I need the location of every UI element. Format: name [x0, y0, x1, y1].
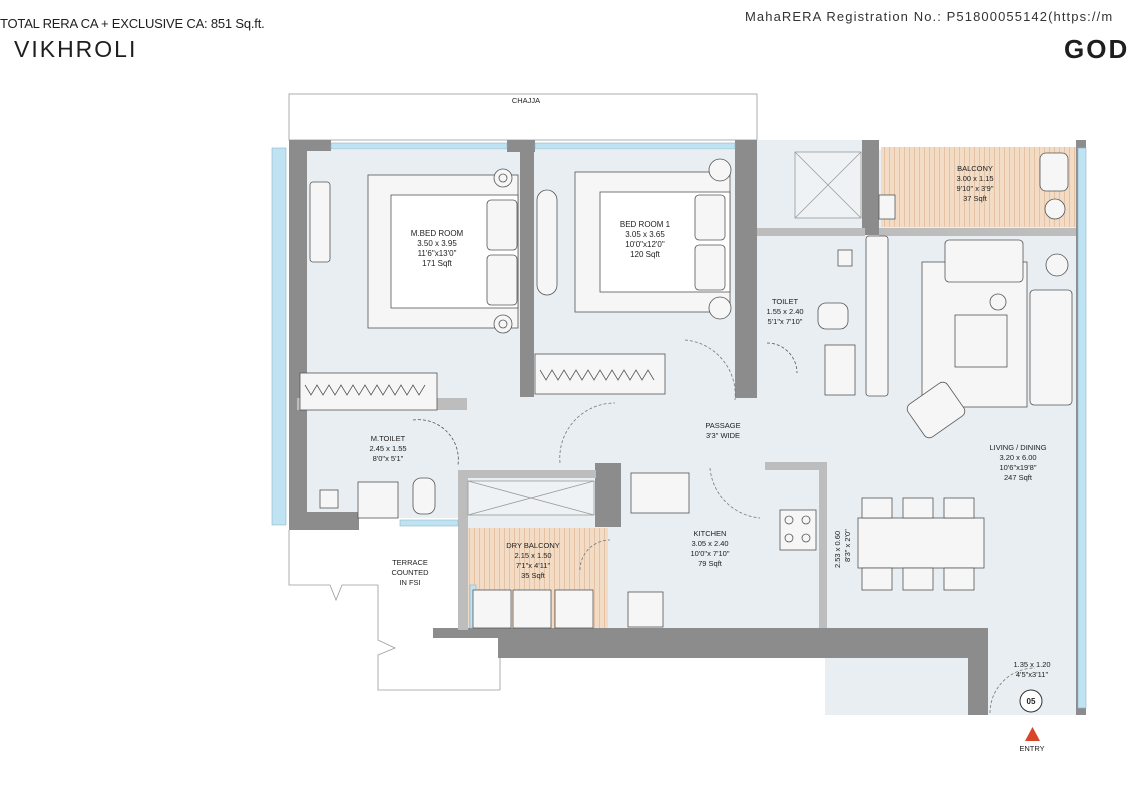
dining-table [857, 497, 985, 591]
master-bedroom-label: M.BED ROOM 3.50 x 3.95 11'6"x13'0" 171 S… [411, 229, 464, 268]
svg-text:4'5"x3'11": 4'5"x3'11" [1016, 670, 1049, 679]
svg-text:1.55 x 2.40: 1.55 x 2.40 [766, 307, 803, 316]
entry-arrow-icon [1025, 727, 1040, 741]
svg-text:3.20 x 6.00: 3.20 x 6.00 [999, 453, 1036, 462]
svg-text:37 Sqft: 37 Sqft [963, 194, 988, 203]
dry-balcony-label: DRY BALCONY 2.15 x 1.50 7'1"x 4'11" 35 S… [506, 541, 560, 580]
svg-text:LIVING / DINING: LIVING / DINING [989, 443, 1046, 452]
living-furniture [906, 239, 1073, 439]
brand-logo-text: GOD [1064, 34, 1128, 64]
bedroom1-label: BED ROOM 1 3.05 x 3.65 10'0"x12'0" 120 S… [620, 220, 671, 259]
toilet-label: TOILET 1.55 x 2.40 5'1"x 7'10" [766, 297, 803, 326]
svg-text:2.53 x 0.60: 2.53 x 0.60 [833, 531, 842, 568]
balcony-furniture [878, 152, 1069, 220]
dining-dimension: 2.53 x 0.60 8'3" x 2'0" [833, 529, 852, 568]
entry-door-swing [989, 667, 1036, 714]
entry-label: ENTRY [1019, 744, 1044, 753]
svg-text:BALCONY: BALCONY [957, 164, 993, 173]
svg-text:TOILET: TOILET [772, 297, 799, 306]
svg-text:9'10" x 3'9": 9'10" x 3'9" [957, 184, 994, 193]
svg-text:247 Sqft: 247 Sqft [1004, 473, 1033, 482]
bedroom1-bed [574, 158, 732, 320]
svg-text:10'0"x 7'10": 10'0"x 7'10" [690, 549, 729, 558]
kitchen-label: KITCHEN 3.05 x 2.40 10'0"x 7'10" 79 Sqft [690, 529, 729, 568]
wardrobe [299, 181, 889, 411]
passage-label: PASSAGE 3'3" WIDE [705, 421, 740, 440]
svg-text:05: 05 [1027, 697, 1036, 706]
svg-text:120 Sqft: 120 Sqft [630, 250, 661, 259]
foyer-label: 1.35 x 1.20 4'5"x3'11" [1013, 660, 1050, 679]
total-area-text: TOTAL RERA CA + EXCLUSIVE CA: 851 Sq.ft. [0, 16, 265, 31]
svg-text:10'0"x12'0": 10'0"x12'0" [625, 240, 665, 249]
svg-text:IN FSI: IN FSI [399, 578, 420, 587]
master-bed [367, 168, 519, 334]
chajja-label: CHAJJA [512, 96, 540, 105]
svg-text:COUNTED: COUNTED [391, 568, 429, 577]
svg-text:10'6"x19'8": 10'6"x19'8" [1000, 463, 1037, 472]
svg-text:8'3" x 2'0": 8'3" x 2'0" [843, 529, 852, 562]
master-toilet-fixtures [319, 419, 459, 519]
svg-text:8'0"x 5'1": 8'0"x 5'1" [373, 454, 404, 463]
svg-text:M.BED ROOM: M.BED ROOM [411, 229, 464, 238]
svg-text:3.05 x 3.65: 3.05 x 3.65 [625, 230, 665, 239]
unit-number-badge: 05 [1019, 689, 1043, 713]
svg-text:DRY BALCONY: DRY BALCONY [506, 541, 560, 550]
door-swings [559, 339, 761, 571]
rera-registration: MahaRERA Registration No.: P51800055142(… [745, 9, 1114, 24]
terrace-outline [288, 530, 501, 691]
svg-text:79 Sqft: 79 Sqft [698, 559, 723, 568]
svg-text:2.15 x 1.50: 2.15 x 1.50 [514, 551, 551, 560]
svg-text:1.35 x 1.20: 1.35 x 1.20 [1013, 660, 1050, 669]
balcony-label: BALCONY 3.00 x 1.15 9'10" x 3'9" 37 Sqft [956, 164, 993, 203]
svg-text:11'6"x13'0": 11'6"x13'0" [418, 249, 457, 258]
kitchen-fixtures [472, 472, 817, 629]
svg-text:M.TOILET: M.TOILET [371, 434, 406, 443]
svg-text:7'1"x 4'11": 7'1"x 4'11" [516, 561, 551, 570]
svg-text:3.00 x 1.15: 3.00 x 1.15 [956, 174, 993, 183]
svg-text:3.05 x 2.40: 3.05 x 2.40 [691, 539, 728, 548]
svg-text:TERRACE: TERRACE [392, 558, 428, 567]
svg-text:171 Sqft: 171 Sqft [422, 259, 453, 268]
svg-text:3.50 x 3.95: 3.50 x 3.95 [417, 239, 457, 248]
svg-text:35 Sqft: 35 Sqft [521, 571, 546, 580]
living-dining-label: LIVING / DINING 3.20 x 6.00 10'6"x19'8" … [989, 443, 1046, 482]
toilet-fixtures [766, 249, 856, 396]
shaft [467, 151, 862, 516]
svg-text:KITCHEN: KITCHEN [694, 529, 727, 538]
svg-text:BED ROOM 1: BED ROOM 1 [620, 220, 671, 229]
svg-text:2.45 x 1.55: 2.45 x 1.55 [369, 444, 406, 453]
svg-text:PASSAGE: PASSAGE [705, 421, 740, 430]
svg-text:5'1"x 7'10": 5'1"x 7'10" [768, 317, 803, 326]
terrace-label: TERRACE COUNTED IN FSI [391, 558, 429, 587]
chajja: CHAJJA [288, 93, 758, 141]
svg-text:3'3" WIDE: 3'3" WIDE [706, 431, 740, 440]
master-toilet-label: M.TOILET 2.45 x 1.55 8'0"x 5'1" [369, 434, 406, 463]
project-name: VIKHROLI [14, 36, 138, 62]
